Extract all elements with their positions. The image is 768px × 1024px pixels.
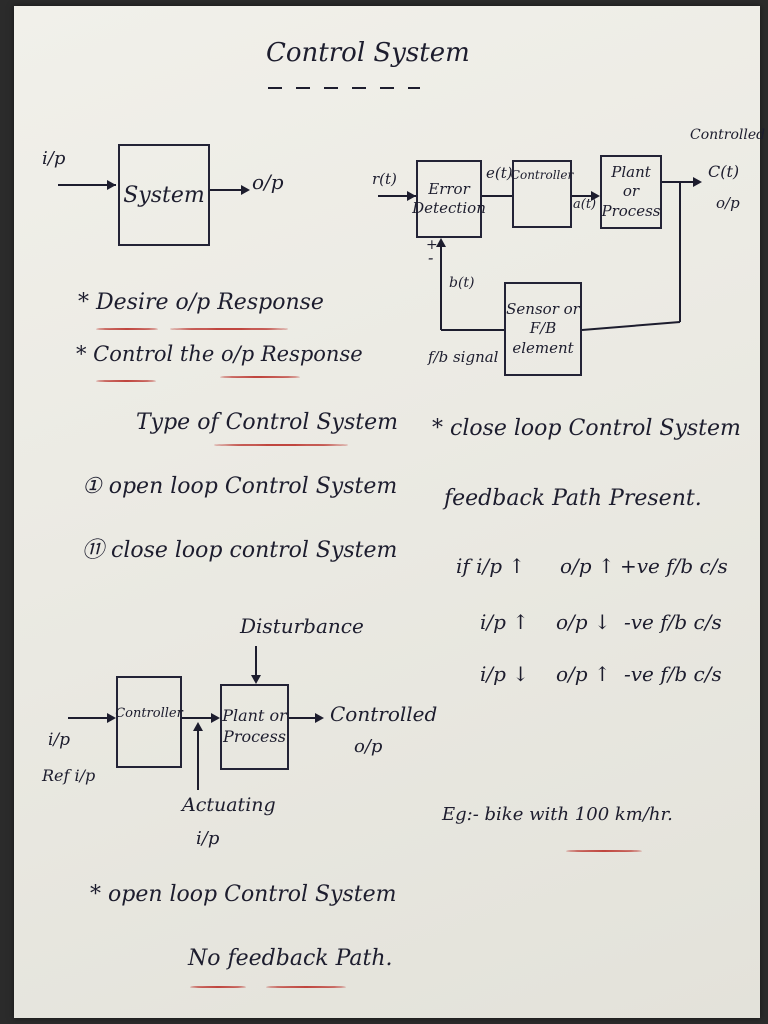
type-open-loop: ① open loop Control System	[82, 474, 398, 499]
underline-example	[566, 850, 642, 852]
feedback-row-1-type: +ve f/b c/s	[620, 554, 728, 578]
feedback-row-2-condition: i/p ↑	[480, 610, 530, 634]
underline-response-1	[170, 328, 288, 330]
open-loop-controlled-label: Controlled	[330, 702, 438, 726]
open-loop-input-label: i/p	[48, 730, 71, 750]
sensor-feedback-block: Sensor or F/B element	[504, 282, 582, 376]
disturbance-label: Disturbance	[240, 614, 364, 638]
error-detection-block: Error Detection	[412, 160, 486, 238]
system-block: System	[118, 144, 210, 246]
underline-no	[190, 986, 246, 988]
reference-signal-label: r(t)	[372, 170, 397, 188]
feedback-row-1-output: o/p ↑	[560, 554, 615, 578]
underline-response-2	[220, 376, 300, 378]
feedback-row-3-condition: i/p ↓	[480, 662, 530, 686]
underline-types	[214, 444, 348, 446]
no-feedback-note: No feedback Path.	[188, 946, 393, 971]
feedback-row-3-output: o/p ↑	[556, 662, 611, 686]
type-closed-loop: ⑪ close loop control System	[82, 538, 398, 563]
controlled-output-label: Controlled	[690, 127, 766, 143]
plant-process-block: Plant or Process	[600, 155, 662, 229]
controller-block: Controller	[511, 160, 573, 228]
feedback-present-note: feedback Path Present.	[444, 486, 702, 511]
example-note: Eg:- bike with 100 km/hr.	[442, 804, 673, 825]
desire-response-note: * Desire o/p Response	[78, 290, 324, 315]
feedback-row-2-output: o/p ↓	[556, 610, 611, 634]
system-input-label: i/p	[42, 148, 66, 169]
control-response-note: * Control the o/p Response	[76, 342, 363, 366]
system-output-label: o/p	[252, 170, 284, 194]
feedback-row-1-condition: if i/p ↑	[456, 554, 526, 578]
actuating-input-label: i/p	[196, 828, 220, 849]
paper-sheet	[14, 6, 760, 1018]
feedback-row-3-type: -ve f/b c/s	[624, 662, 722, 686]
page-title: Control System	[266, 38, 470, 68]
open-loop-plant-block: Plant or Process	[220, 684, 289, 770]
underline-control	[96, 380, 156, 382]
closed-loop-heading: * close loop Control System	[432, 416, 741, 441]
closed-loop-output-label: o/p	[716, 194, 740, 212]
error-signal-label: e(t)	[486, 164, 513, 182]
actuating-label: Actuating	[182, 794, 276, 816]
feedback-signal-b-label: b(t)	[449, 275, 475, 291]
types-heading: Type of Control System	[136, 410, 398, 435]
actuating-signal-label: a(t)	[573, 197, 597, 212]
minus-sign: -	[428, 248, 434, 267]
reference-input-label: Ref i/p	[42, 766, 96, 785]
feedback-row-2-type: -ve f/b c/s	[624, 610, 722, 634]
plus-sign: +	[426, 237, 438, 253]
open-loop-output-label: o/p	[354, 736, 383, 757]
open-loop-controller-block: Controller	[115, 676, 183, 768]
underline-desire	[96, 328, 158, 330]
feedback-signal-label: f/b signal	[428, 348, 499, 366]
underline-feedback	[266, 986, 346, 988]
controlled-output-signal: C(t)	[708, 162, 740, 181]
open-loop-note: * open loop Control System	[90, 882, 397, 907]
